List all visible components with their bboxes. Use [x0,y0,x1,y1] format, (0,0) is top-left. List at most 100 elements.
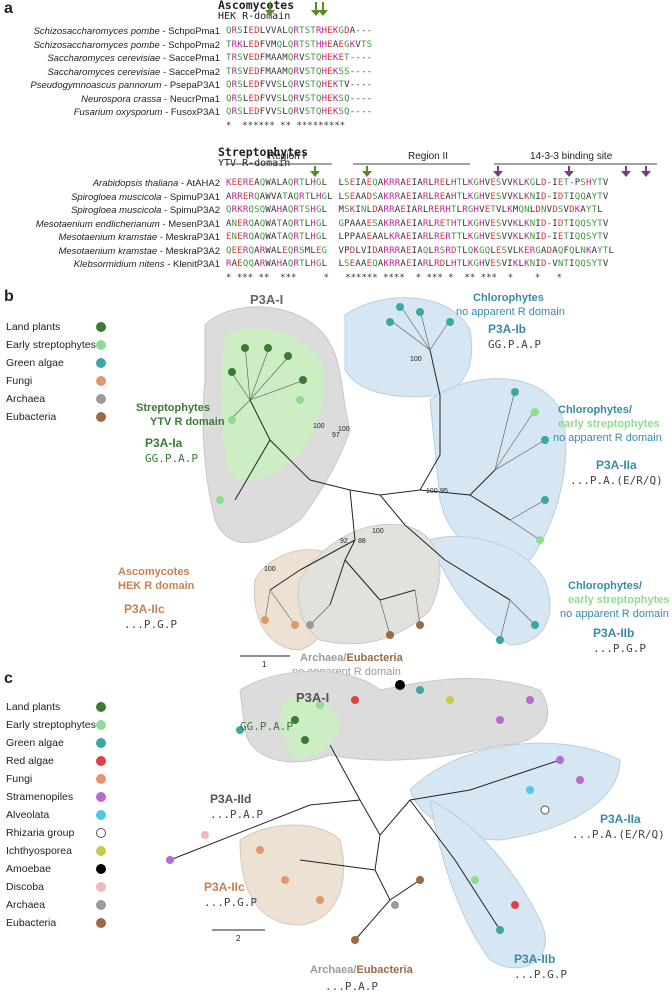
eubacteria-word: Eubacteria [356,964,413,976]
residue: G [473,218,480,229]
residue: L [304,232,311,242]
residue: Q [254,191,260,202]
residue: S [304,80,311,90]
residue: T [563,259,570,269]
residue: G [316,232,322,242]
residue: V [501,218,508,229]
residue: Q [316,107,322,117]
residue: H [321,26,328,36]
residue: H [310,259,316,269]
residue: A [271,259,277,269]
residue: M [282,53,288,63]
residue: V [299,93,305,104]
residue: L [428,259,435,269]
residue: G [473,232,480,242]
bootstrap-label: 100 [338,426,350,433]
residue: S [304,93,311,104]
species-name: Neurospora crassa - NeucrPma1 [81,94,220,105]
residue: T [597,232,603,242]
residue: H [479,259,485,269]
residue: - [546,191,553,202]
residue: G [321,245,328,256]
legend-b-item: Fungi [6,372,106,390]
residue: S [237,107,243,117]
residue: G [479,245,485,256]
residue: D [254,107,260,117]
residue: L [518,218,525,229]
residue: F [259,39,266,50]
residue: E [231,245,238,256]
residue: T [299,232,305,242]
residue: A [377,178,384,188]
asco-title: Ascomycotes [218,0,295,12]
residue: V [602,232,609,242]
residue: R [434,245,440,256]
residue: R [394,218,401,229]
residue: A [417,232,423,242]
residue: Q [287,39,294,50]
species-name: Arabidopsis thaliana - AtAHA2 [93,178,220,189]
p3a-iib-motif: ...P.G.P [593,642,646,655]
residue: A [355,218,361,229]
residue: V [546,205,553,215]
residue: E [327,53,333,63]
legend-b-item: Early streptophytes [6,336,106,354]
chloro-early-title: Chlorophytes/ [558,404,632,416]
residue: R [434,178,440,188]
residue: I [411,245,418,256]
residue: S [299,245,305,256]
species-code: - SaccePma1 [162,53,220,64]
residue: L [383,232,390,242]
asco-subtitle: HEK R-domain [218,11,291,22]
residue: Q [287,232,294,242]
residue: H [321,39,328,50]
legend-dot [96,846,106,856]
residue: D [254,39,260,50]
residue: V [361,245,367,256]
residue: Q [316,93,322,104]
residue: D [535,205,541,215]
residue: E [327,80,333,90]
residue: T [276,232,283,242]
residue: L [282,80,288,90]
residue: H [321,53,328,63]
residue: G [321,191,328,202]
residue: D [254,26,260,36]
residue: Y [591,232,598,242]
residue: S [304,107,311,117]
residue: G [344,39,350,50]
residue: R [529,245,536,256]
residue: F [259,107,266,117]
residue: N [361,205,367,215]
residue: Q [580,232,586,242]
residue: V [484,232,491,242]
residue: F [259,80,266,90]
residue: L [327,191,333,202]
residue: R [293,53,300,63]
residue: Q [287,53,294,63]
residue: Q [287,107,294,117]
residue: I [535,191,541,202]
residue: L [428,178,435,188]
residue: A [586,191,592,202]
residue: I [552,178,558,188]
residue: V [507,218,513,229]
residue: I [535,259,541,269]
residue: R [445,232,451,242]
residue: A [349,218,356,229]
residue: T [299,218,305,229]
residue: T [602,245,609,256]
legend-dot [96,412,106,422]
residue: A [226,218,232,229]
residue: M [265,66,271,77]
residue: K [237,205,243,215]
residue: K [332,26,339,36]
residue: L [456,205,463,215]
residue: H [451,191,457,202]
residue: L [445,259,451,269]
residue: E [366,178,373,188]
p3a-ib-region [344,297,473,398]
residue: E [327,66,333,77]
residue: V [299,107,305,117]
